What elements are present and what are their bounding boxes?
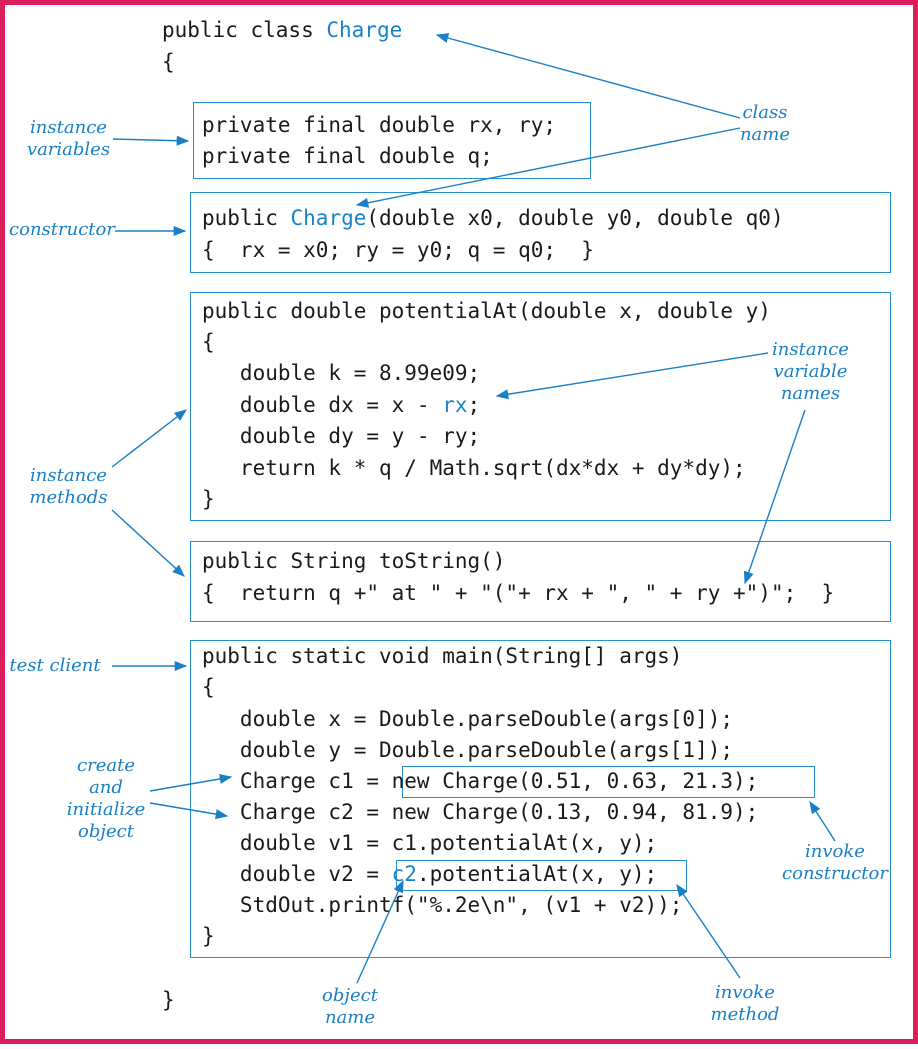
ctor-body: { rx = x0; ry = y0; q = q0; }: [202, 238, 594, 262]
label-constructor: constructor: [9, 219, 115, 240]
label-test-client: test client: [9, 655, 101, 676]
main-line-10: }: [202, 924, 215, 948]
arrow-create-to-c2: [149, 802, 229, 820]
arrow-object-name: [356, 879, 404, 984]
annotation-arrows: [111, 33, 836, 984]
arrow-class-name-to-constructor: [355, 127, 741, 208]
arrow-methods-to-tostring: [111, 509, 185, 577]
main-method-box: [190, 640, 891, 958]
ivar-line-1: private final double rx, ry;: [202, 113, 557, 137]
class-open-brace: {: [162, 50, 175, 74]
new-charge-highlight-box: [402, 766, 815, 798]
label-create-and-initialize-object: create and initialize object: [66, 755, 146, 842]
label-invoke-constructor: invoke constructor: [782, 841, 888, 884]
potential-line-3: double k = 8.99e09;: [202, 361, 481, 385]
ctor-signature: public Charge(double x0, double y0, doub…: [202, 206, 784, 230]
arrow-ivar-names-to-ry: [743, 409, 806, 585]
label-invoke-method: invoke method: [710, 982, 780, 1025]
tostring-method-box: [190, 541, 891, 622]
label-instance-methods: instance methods: [29, 465, 108, 508]
arrow-methods-to-potential: [111, 409, 187, 468]
main-line-5: Charge c1 = new Charge(0.51, 0.63, 21.3)…: [202, 769, 759, 793]
main-line-1: public static void main(String[] args): [202, 644, 683, 668]
constructor-box: [190, 192, 891, 273]
label-instance-variables: instance variables: [26, 117, 111, 160]
main-line-9: StdOut.printf("%.2e\n", (v1 + v2));: [202, 893, 683, 917]
potential-line-1: public double potentialAt(double x, doub…: [202, 299, 771, 323]
potential-line-7: }: [202, 487, 215, 511]
main-line-7: double v1 = c1.potentialAt(x, y);: [202, 831, 658, 855]
main-line-6: Charge c2 = new Charge(0.13, 0.94, 81.9)…: [202, 800, 759, 824]
arrow-instance-variables: [112, 135, 190, 146]
label-class-name: class name: [739, 102, 791, 145]
arrow-invoke-method: [676, 883, 741, 979]
tostring-line-1: public String toString(): [202, 549, 506, 573]
label-object-name: object name: [322, 985, 378, 1028]
main-line-4: double y = Double.parseDouble(args[1]);: [202, 738, 734, 762]
arrow-create-to-c1: [149, 773, 233, 792]
main-line-8: double v2 = c2.potentialAt(x, y);: [202, 862, 658, 886]
potential-line-6: return k * q / Math.sqrt(dx*dx + dy*dy);: [202, 456, 746, 480]
c2-call-highlight-box: [396, 860, 687, 891]
main-line-2: {: [202, 675, 215, 699]
rx-variable: rx: [442, 393, 468, 417]
arrow-class-name-to-class: [435, 33, 741, 119]
arrow-invoke-constructor: [809, 800, 836, 842]
ctor-name: Charge: [290, 206, 367, 230]
class-name: Charge: [326, 18, 403, 42]
tostring-line-2: { return q +" at " + "("+ rx + ", " + ry…: [202, 581, 835, 605]
ivar-line-2: private final double q;: [202, 144, 493, 168]
arrow-ivar-names-to-rx: [495, 352, 769, 400]
label-instance-variable-names: instance variable names: [772, 339, 849, 404]
potential-line-4: double dx = x - rx;: [202, 393, 481, 417]
main-line-3: double x = Double.parseDouble(args[0]);: [202, 707, 734, 731]
potential-method-box: [190, 292, 891, 521]
class-declaration: public class Charge: [162, 18, 403, 42]
class-close-brace: }: [162, 988, 175, 1012]
instance-variables-box: [193, 102, 591, 179]
potential-line-2: {: [202, 330, 215, 354]
potential-line-5: double dy = y - ry;: [202, 424, 481, 448]
